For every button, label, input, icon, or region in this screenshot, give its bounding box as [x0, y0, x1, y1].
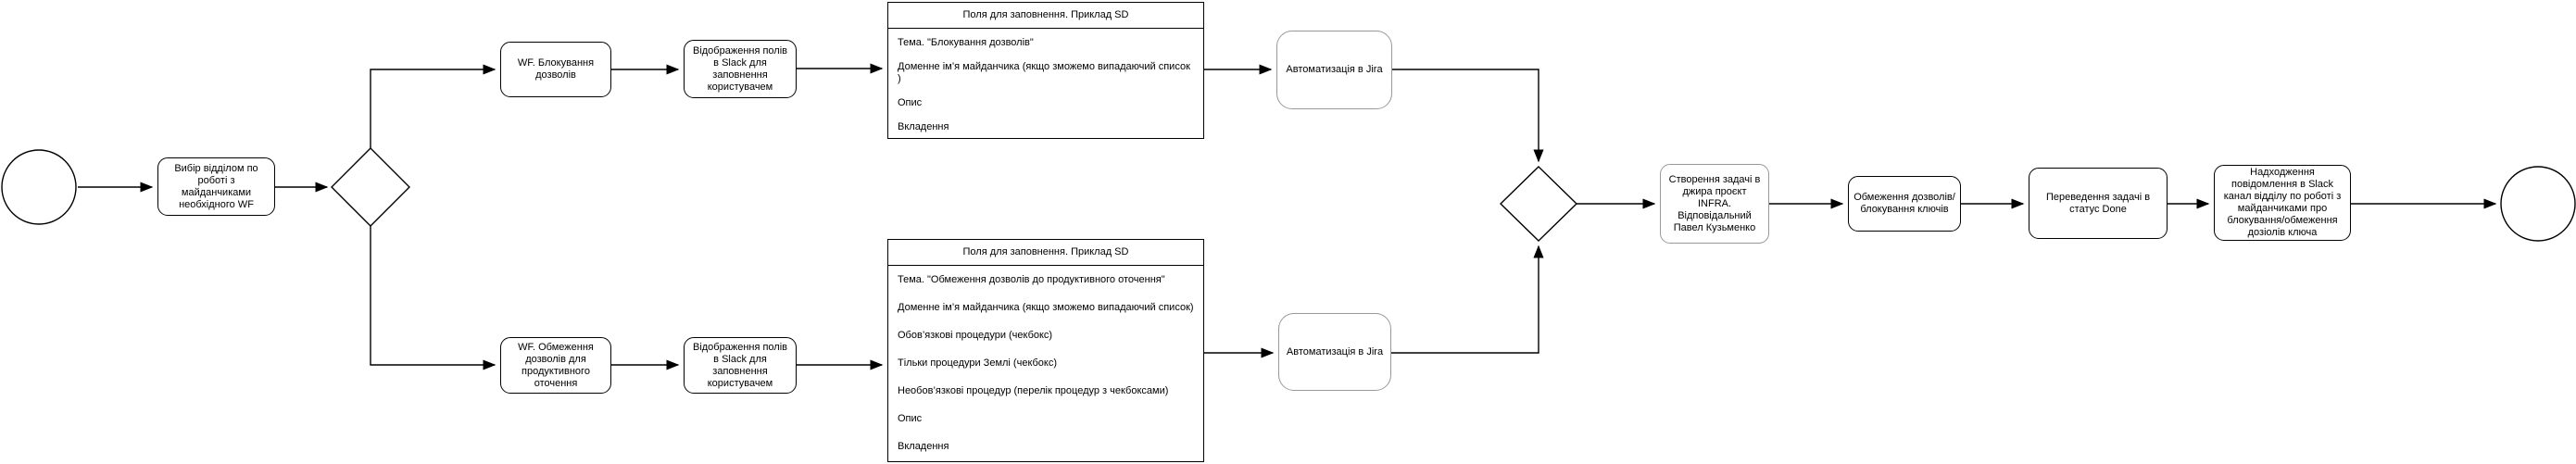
step-move-to-done: Переведення задачі в статус Done	[2029, 168, 2168, 239]
decision-diamond-merge	[1499, 166, 1578, 242]
fields-panel-top-title: Поля для заповнення. Приклад SD	[888, 3, 1203, 29]
connector-jirabottom-to-merge	[1391, 245, 1544, 354]
start-event-circle	[1, 149, 77, 225]
field-row: Доменне ім’я майданчика (якщо зможемо ви…	[898, 302, 1194, 313]
fields-panel-top-body: Тема. "Блокування дозволів" Доменне ім’я…	[888, 29, 1203, 133]
step-limit-block-keys: Обмеження дозволів/ блокування ключів	[1848, 176, 1961, 232]
fields-panel-bottom-body: Тема. "Обмеження дозволів до продуктивно…	[888, 266, 1203, 453]
field-row: Доменне ім’я майданчика (якщо зможемо ви…	[898, 61, 1190, 84]
fields-panel-bottom-title: Поля для заповнення. Приклад SD	[888, 240, 1203, 266]
step-wf-limit-permissions: WF. Обмеження дозволів для продуктивного…	[500, 337, 611, 394]
step-wf-block-permissions: WF. Блокування дозволів	[500, 42, 611, 97]
step-jira-automation-top: Автоматизація в Jira	[1276, 31, 1392, 109]
step-slack-fields-top: Відображення полів в Slack для заповненн…	[684, 40, 797, 98]
field-row: Тема. "Обмеження дозволів до продуктивно…	[898, 274, 1165, 285]
field-row: Вкладення	[898, 441, 949, 452]
connector-jiratop-to-merge	[1392, 69, 1544, 163]
connector-split-to-wf-limit	[370, 226, 496, 370]
decision-diamond-split	[331, 147, 410, 227]
step-slack-notification: Надходження повідомлення в Slack канал в…	[2214, 165, 2351, 241]
field-row: Тільки процедури Землі (чекбокс)	[898, 357, 1058, 369]
fields-panel-bottom: Поля для заповнення. Приклад SD Тема. "О…	[887, 239, 1204, 462]
step-create-jira-task: Створення задачі в джира проєкт INFRA. В…	[1660, 164, 1769, 244]
field-row: Тема. "Блокування дозволів"	[898, 37, 1034, 48]
field-row: Опис	[898, 413, 923, 424]
field-row: Вкладення	[898, 121, 949, 132]
fields-panel-top: Поля для заповнення. Приклад SD Тема. "Б…	[887, 2, 1204, 139]
field-row: Необов’язкові процедур (перелік процедур…	[898, 385, 1169, 396]
step-slack-fields-bottom: Відображення полів в Slack для заповненн…	[684, 337, 797, 394]
step-jira-automation-bottom: Автоматизація в Jira	[1278, 313, 1391, 391]
field-row: Обов’язкові процедури (чекбокс)	[898, 330, 1053, 341]
end-event-circle	[2500, 166, 2576, 242]
step-select-wf: Вибір відділом по роботі з майданчиками …	[157, 157, 275, 216]
field-row: Опис	[898, 97, 923, 108]
connector-split-to-wf-block	[370, 64, 496, 148]
